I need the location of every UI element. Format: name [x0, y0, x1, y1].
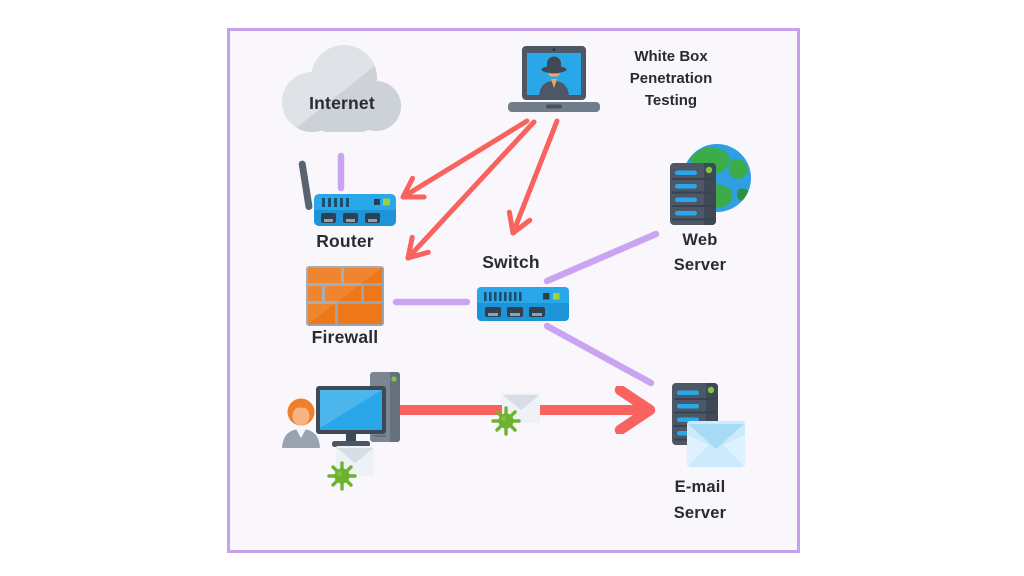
switch-ports — [485, 307, 545, 317]
router-icon — [298, 160, 396, 226]
router-node — [294, 158, 398, 232]
infected-email-transit — [491, 391, 544, 437]
web-server-label: Web Server — [673, 231, 727, 274]
router-ports — [321, 213, 380, 223]
desktop-computer-icon — [316, 372, 400, 447]
virus-icon — [327, 461, 357, 491]
diagram-title: White Box Penetration Testing — [606, 46, 736, 112]
title-line-2: Penetration — [629, 70, 713, 87]
hacker-laptop-icon — [508, 46, 600, 112]
attacker-node — [506, 46, 602, 120]
cloud-icon — [282, 45, 401, 132]
spy-icon — [539, 56, 569, 95]
network-switch-icon — [477, 287, 569, 321]
switch-node — [477, 287, 569, 321]
firewall-node — [306, 266, 384, 326]
firewall-label: Firewall — [311, 327, 379, 347]
firewall-icon — [306, 266, 384, 326]
email-server-label: E-mail Server — [673, 478, 727, 522]
envelope-icon — [336, 446, 374, 476]
title-line-1: White Box — [634, 48, 708, 65]
switch-label: Switch — [482, 252, 540, 272]
envelope-icon — [687, 421, 745, 467]
user-icon — [282, 398, 320, 448]
title-line-3: Testing — [644, 92, 698, 109]
router-label: Router — [316, 231, 374, 251]
infected-email-local — [327, 444, 380, 491]
internet-node — [268, 38, 410, 144]
server-tower-icon — [670, 163, 716, 225]
internet-label: Internet — [309, 93, 375, 113]
virus-icon — [491, 406, 521, 436]
